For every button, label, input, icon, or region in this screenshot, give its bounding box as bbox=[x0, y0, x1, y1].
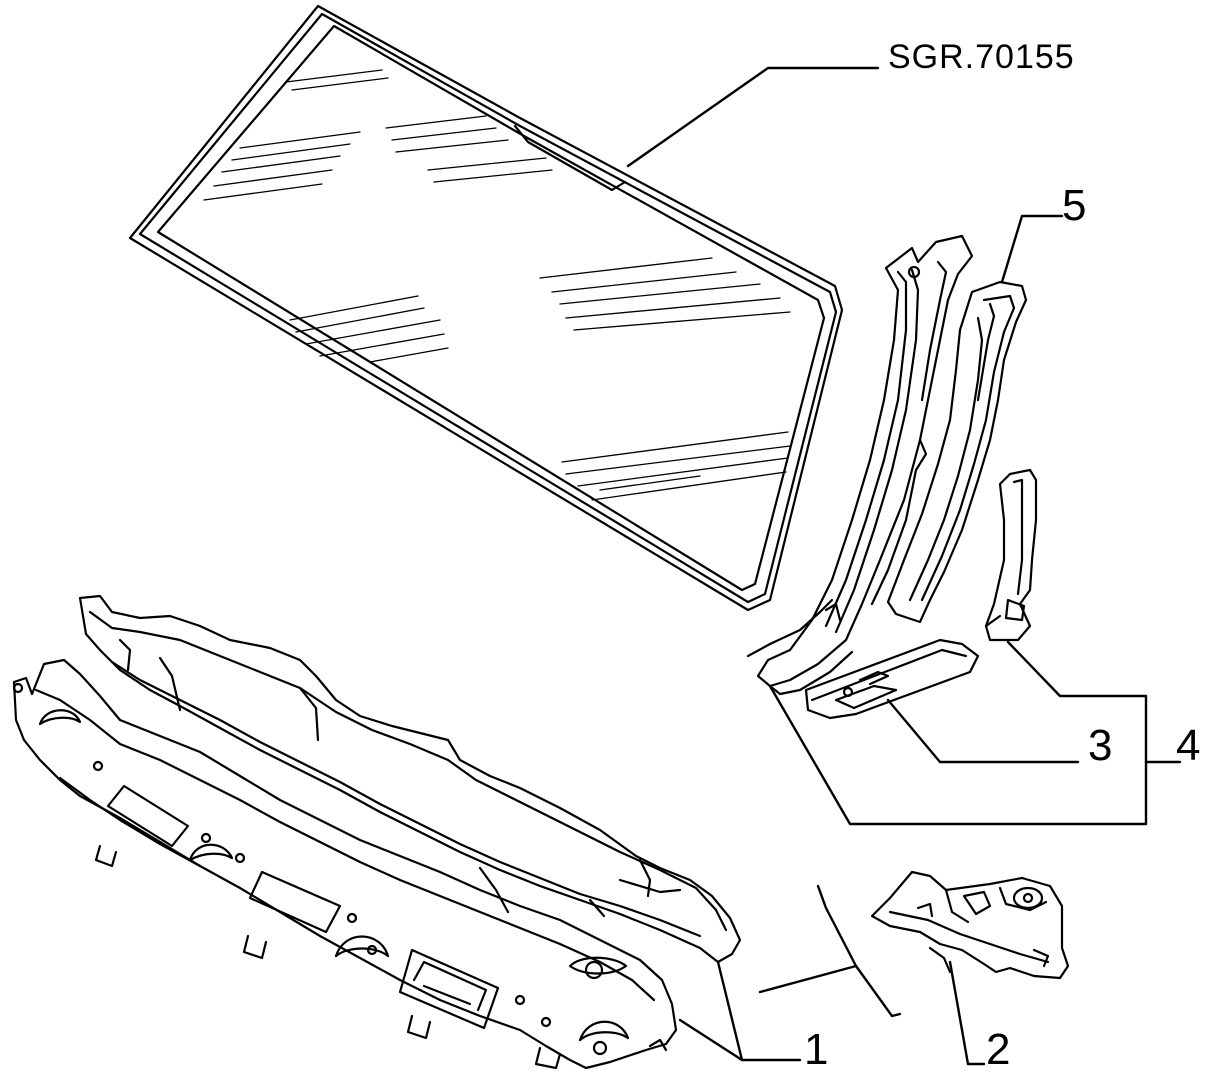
connector-bracket bbox=[870, 870, 1070, 980]
callout-5: 5 bbox=[1062, 181, 1087, 230]
leader-lines bbox=[626, 66, 1182, 1066]
callout-4: 4 bbox=[1176, 721, 1201, 770]
windshield-glass bbox=[128, 4, 844, 612]
callout-3: 3 bbox=[1088, 721, 1113, 770]
callout-2: 2 bbox=[986, 1025, 1011, 1074]
pillar-assembly bbox=[746, 234, 1038, 720]
rear-panel-assembly bbox=[12, 594, 742, 1070]
reference-code-label: SGR.70155 bbox=[888, 38, 1075, 76]
callout-1: 1 bbox=[804, 1025, 829, 1074]
